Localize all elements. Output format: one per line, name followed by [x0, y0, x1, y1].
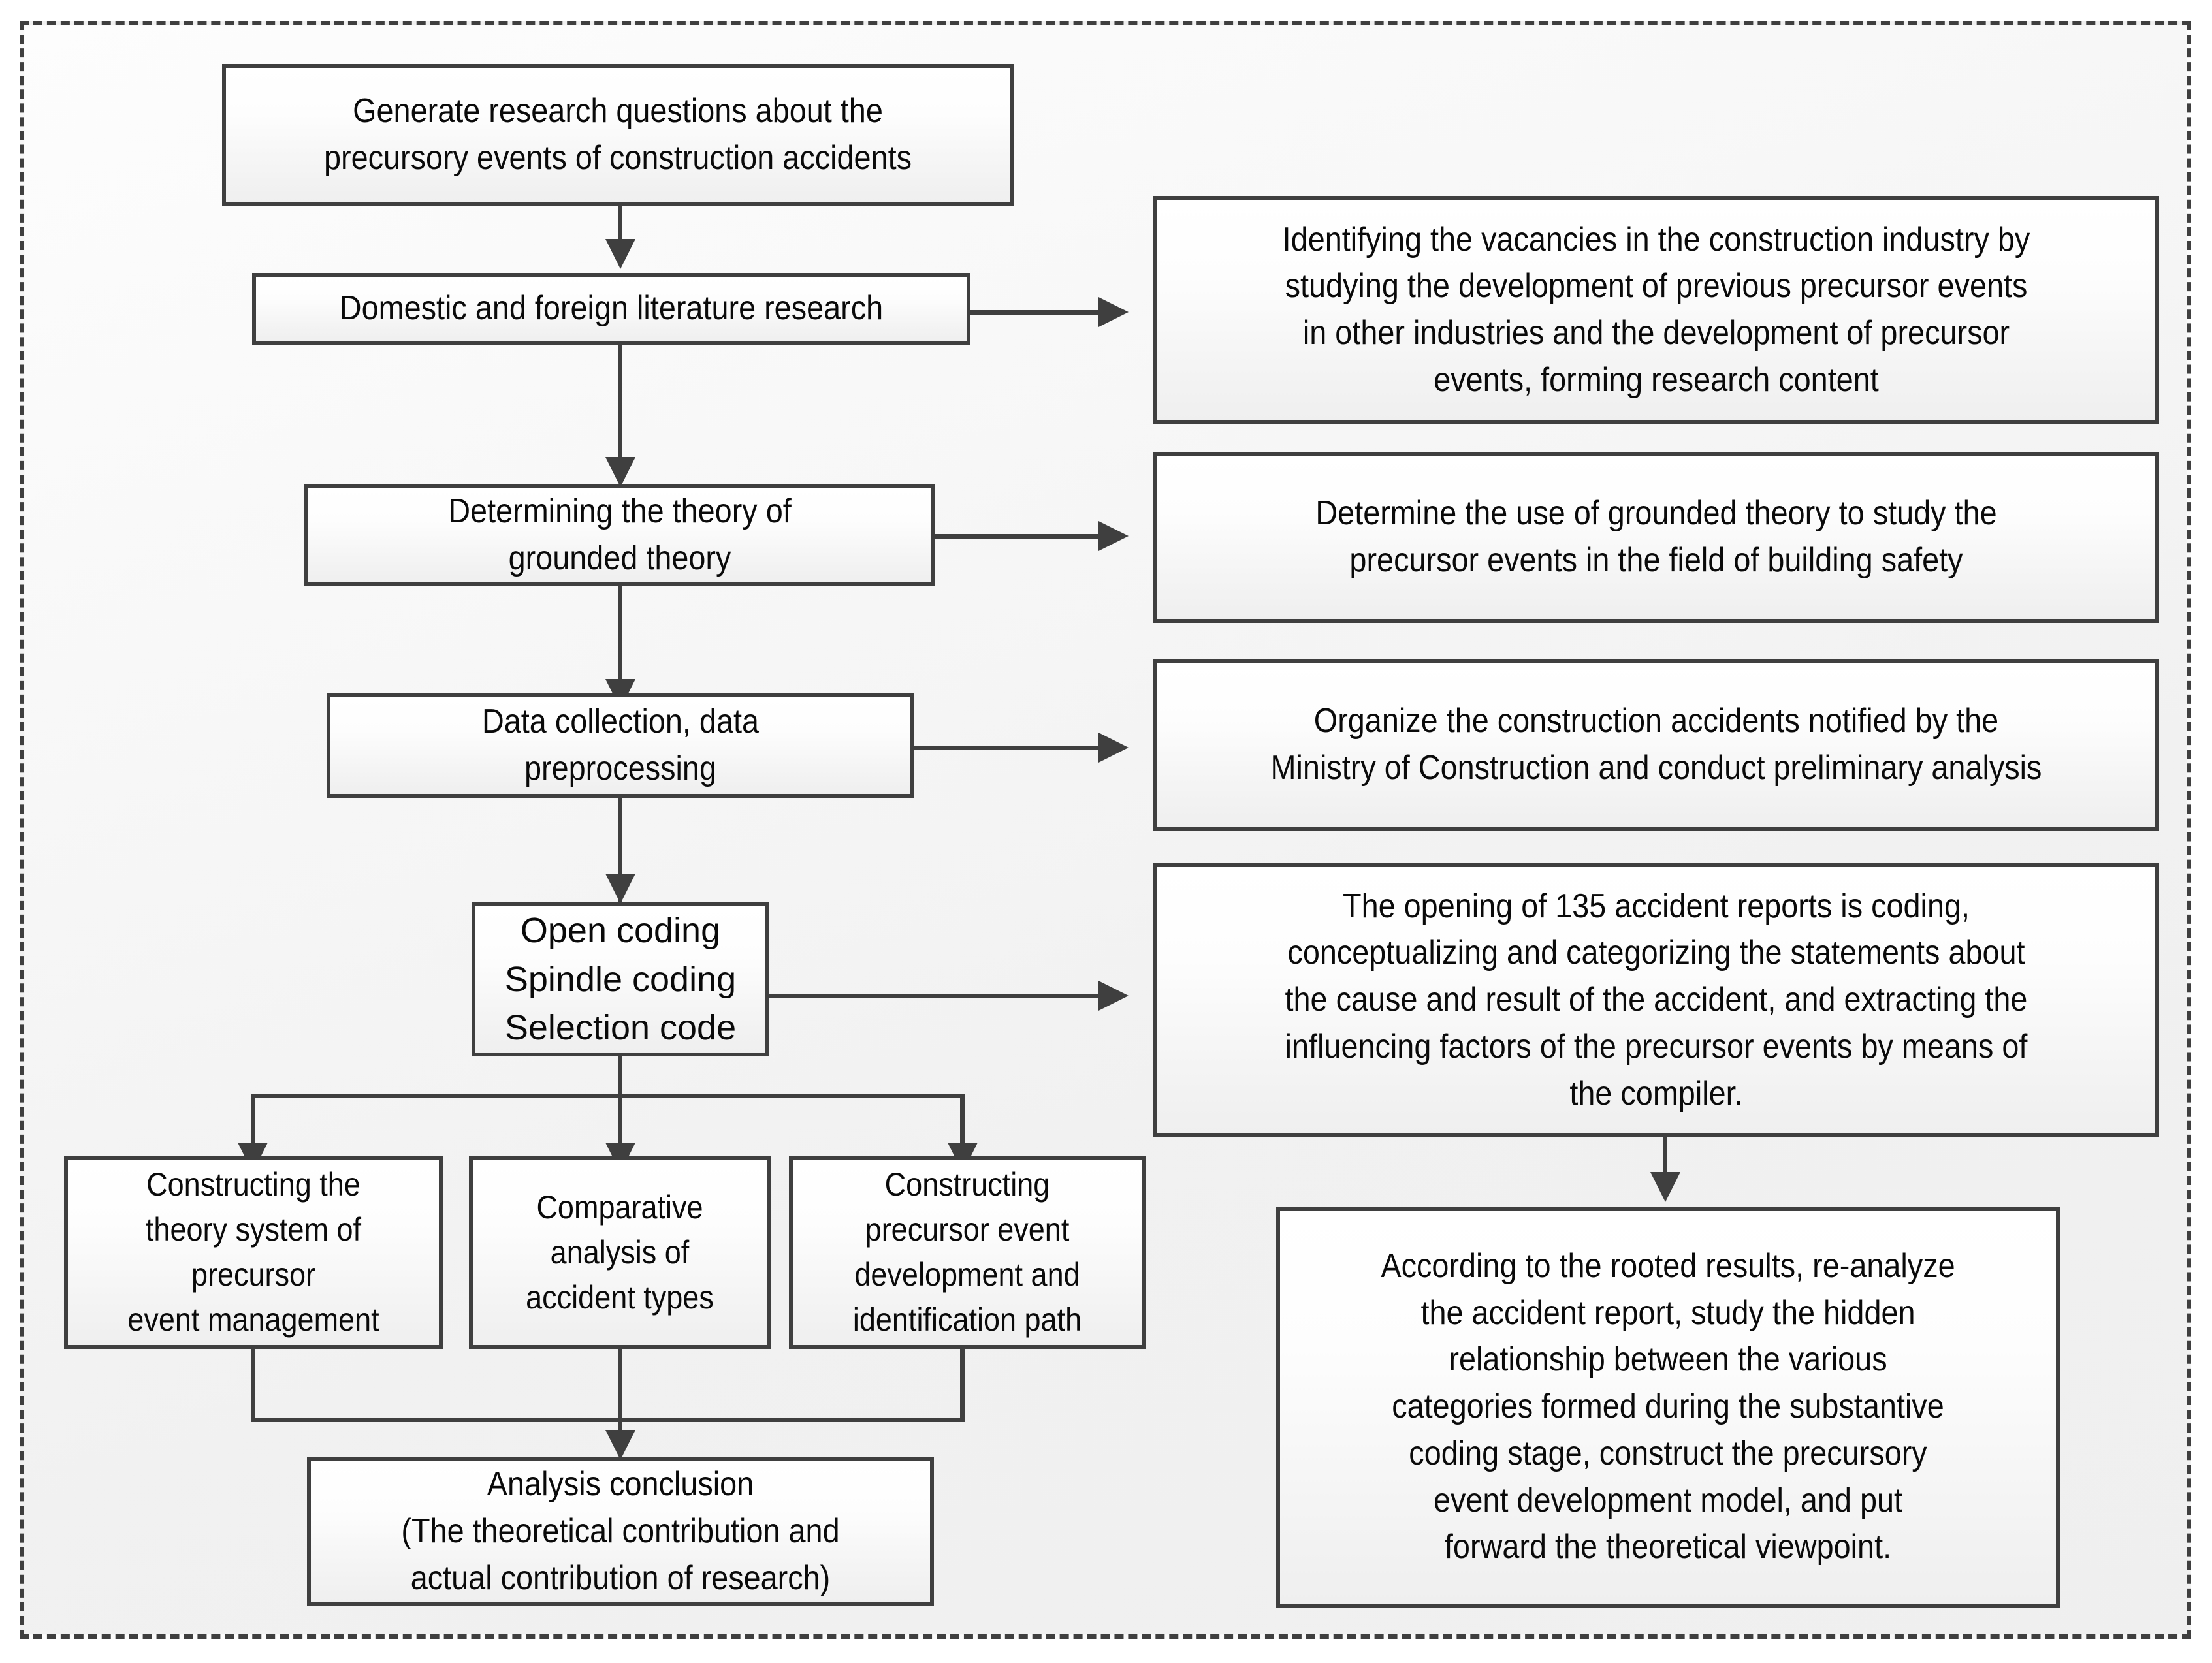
- arrowhead-merge-to-conclusion: [605, 1430, 635, 1460]
- connector-coding-stem: [618, 1054, 622, 1098]
- connector-merge-right: [960, 1346, 965, 1422]
- connector-literature-to-grounded: [618, 342, 622, 473]
- connector-grounded-to-note: [933, 534, 1098, 539]
- connector-coding-to-note-coding: [769, 994, 1098, 998]
- connector-coding-split-bar: [251, 1094, 965, 1098]
- note-reanalyze[interactable]: According to the rooted results, re-anal…: [1276, 1207, 2060, 1608]
- node-generate-questions[interactable]: Generate research questions about the pr…: [222, 64, 1014, 206]
- node-theory-system[interactable]: Constructing the theory system of precur…: [64, 1156, 443, 1349]
- connector-merge-left: [251, 1346, 255, 1422]
- node-data-collection[interactable]: Data collection, data preprocessing: [327, 693, 914, 798]
- note-grounded-label: Determine the use of grounded theory to …: [1315, 494, 1997, 579]
- arrowhead-generate-to-literature: [605, 239, 635, 269]
- arrowhead-literature-to-grounded: [605, 457, 635, 487]
- arrowhead-literature-to-note-vacancies: [1098, 297, 1129, 327]
- connector-data-to-note-organize: [912, 746, 1098, 750]
- node-literature-research[interactable]: Domestic and foreign literature research: [252, 273, 970, 345]
- note-organize-label: Organize the construction accidents noti…: [1270, 702, 2042, 787]
- connector-coding-branch-right: [960, 1094, 965, 1152]
- node-grounded-theory[interactable]: Determining the theory of grounded theor…: [304, 484, 935, 586]
- node-grounded-theory-label: Determining the theory of grounded theor…: [448, 492, 792, 577]
- connector-data-to-coding: [618, 795, 622, 908]
- note-vacancies-label: Identifying the vacancies in the constru…: [1282, 220, 2030, 399]
- connector-generate-to-literature: [618, 205, 622, 243]
- note-coding[interactable]: The opening of 135 accident reports is c…: [1153, 863, 2159, 1137]
- connector-grounded-to-data: [618, 584, 622, 696]
- node-data-collection-label: Data collection, data preprocessing: [481, 703, 760, 787]
- node-literature-research-label: Domestic and foreign literature research: [339, 289, 884, 328]
- connector-coding-branch-left: [251, 1094, 255, 1152]
- connector-note-coding-to-reanalyze: [1663, 1136, 1667, 1182]
- node-precursor-path-label: Constructing precursor event development…: [852, 1166, 1082, 1338]
- node-coding[interactable]: Open coding Spindle coding Selection cod…: [472, 902, 769, 1056]
- connector-coding-branch-mid: [618, 1094, 622, 1152]
- arrowhead-data-to-coding: [605, 874, 635, 904]
- node-analysis-conclusion[interactable]: Analysis conclusion (The theoretical con…: [307, 1457, 934, 1606]
- node-comparative-analysis[interactable]: Comparative analysis of accident types: [469, 1156, 771, 1349]
- note-vacancies[interactable]: Identifying the vacancies in the constru…: [1153, 196, 2159, 424]
- node-coding-label: Open coding Spindle coding Selection cod…: [504, 911, 737, 1048]
- node-comparative-analysis-label: Comparative analysis of accident types: [526, 1188, 714, 1316]
- connector-literature-to-note-vacancies: [968, 310, 1098, 315]
- arrowhead-grounded-to-note: [1098, 521, 1129, 551]
- note-coding-label: The opening of 135 accident reports is c…: [1285, 887, 2028, 1113]
- note-grounded[interactable]: Determine the use of grounded theory to …: [1153, 452, 2159, 623]
- node-precursor-path[interactable]: Constructing precursor event development…: [789, 1156, 1146, 1349]
- arrowhead-data-to-note-organize: [1098, 733, 1129, 763]
- note-reanalyze-label: According to the rooted results, re-anal…: [1381, 1246, 1955, 1566]
- node-theory-system-label: Constructing the theory system of precur…: [127, 1166, 379, 1338]
- connector-merge-stem: [618, 1346, 622, 1443]
- note-organize[interactable]: Organize the construction accidents noti…: [1153, 659, 2159, 831]
- connector-merge-bar: [251, 1418, 965, 1422]
- arrowhead-note-coding-to-reanalyze: [1650, 1172, 1680, 1202]
- node-analysis-conclusion-label: Analysis conclusion (The theoretical con…: [401, 1465, 840, 1597]
- node-generate-questions-label: Generate research questions about the pr…: [323, 92, 912, 177]
- arrowhead-coding-to-note-coding: [1098, 981, 1129, 1011]
